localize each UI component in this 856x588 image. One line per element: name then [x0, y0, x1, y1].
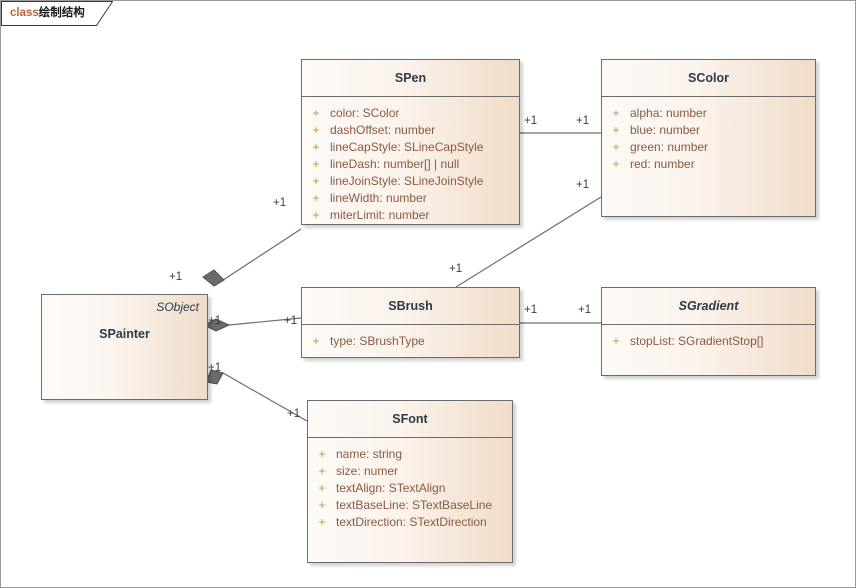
attribute-signature: lineDash: number[] | null: [330, 156, 460, 171]
visibility-marker: +: [312, 122, 320, 137]
multiplicity-spainter-sbrush-source: +1: [208, 315, 222, 327]
attribute-row: + name: string: [308, 445, 512, 462]
attribute-signature: textBaseLine: STextBaseLine: [336, 497, 493, 512]
class-attributes-sfont: + name: string + size: numer + textAlign…: [308, 438, 512, 530]
attribute-row: + lineDash: number[] | null: [302, 155, 519, 172]
attribute-row: + dashOffset: number: [302, 121, 519, 138]
attribute-signature: miterLimit: number: [330, 207, 430, 222]
attribute-signature: type: SBrushType: [330, 333, 425, 348]
class-attributes-sgradient: + stopList: SGradientStop[]: [602, 325, 815, 349]
multiplicity-sfont-target: +1: [287, 408, 301, 420]
multiplicity-sgradient-target: +1: [578, 304, 592, 316]
frame-tab-label: class绘制结构: [10, 5, 85, 21]
multiplicity-spen-scolor-source: +1: [524, 115, 538, 127]
class-name-sbrush: SBrush: [302, 288, 519, 325]
class-name-sgradient: SGradient: [602, 288, 815, 325]
visibility-marker: +: [312, 139, 320, 154]
attribute-row: + color: SColor: [302, 104, 519, 121]
attribute-row: + stopList: SGradientStop[]: [602, 332, 815, 349]
attribute-row: + size: numer: [308, 462, 512, 479]
visibility-marker: +: [318, 514, 326, 529]
attribute-signature: name: string: [336, 446, 403, 461]
visibility-marker: +: [318, 446, 326, 461]
multiplicity-sbrush-sgradient-source: +1: [524, 304, 538, 316]
attribute-signature: color: SColor: [330, 105, 400, 120]
visibility-marker: +: [318, 463, 326, 478]
attribute-signature: size: numer: [336, 463, 399, 478]
visibility-marker: +: [312, 190, 320, 205]
attribute-row: + red: number: [602, 155, 815, 172]
visibility-marker: +: [612, 122, 620, 137]
attribute-signature: lineCapStyle: SLineCapStyle: [330, 139, 484, 154]
class-stereotype-sobject: SObject: [156, 300, 199, 314]
attribute-row: + textAlign: STextAlign: [308, 479, 512, 496]
attribute-signature: textAlign: STextAlign: [336, 480, 446, 495]
visibility-marker: +: [318, 480, 326, 495]
attribute-signature: lineWidth: number: [330, 190, 427, 205]
attribute-signature: alpha: number: [630, 105, 707, 120]
multiplicity-spainter-sfont-source: +1: [208, 362, 222, 374]
attribute-row: + lineCapStyle: SLineCapStyle: [302, 138, 519, 155]
class-attributes-scolor: + alpha: number + blue: number + green: …: [602, 97, 815, 172]
attribute-signature: green: number: [630, 139, 709, 154]
diamond-spainter-spen: [202, 269, 225, 287]
class-name-spen: SPen: [302, 60, 519, 97]
attribute-row: + green: number: [602, 138, 815, 155]
attribute-signature: blue: number: [630, 122, 701, 137]
attribute-signature: red: number: [630, 156, 695, 171]
class-box-spen[interactable]: SPen + color: SColor + dashOffset: numbe…: [301, 59, 520, 225]
visibility-marker: +: [312, 207, 320, 222]
attribute-row: + lineWidth: number: [302, 189, 519, 206]
multiplicity-spen-target: +1: [273, 197, 287, 209]
attribute-signature: dashOffset: number: [330, 122, 436, 137]
frame-tab-keyword: class: [10, 7, 39, 19]
attribute-signature: textDirection: STextDirection: [336, 514, 487, 529]
visibility-marker: +: [312, 156, 320, 171]
class-box-spainter[interactable]: SObject SPainter: [41, 294, 208, 400]
attribute-row: + alpha: number: [602, 104, 815, 121]
attribute-row: + blue: number: [602, 121, 815, 138]
visibility-marker: +: [312, 333, 320, 348]
attribute-row: + lineJoinStyle: SLineJoinStyle: [302, 172, 519, 189]
visibility-marker: +: [318, 497, 326, 512]
attribute-row: + miterLimit: number: [302, 206, 519, 223]
attribute-row: + textBaseLine: STextBaseLine: [308, 496, 512, 513]
class-box-sgradient[interactable]: SGradient + stopList: SGradientStop[]: [601, 287, 816, 376]
link-spainter-spen: [213, 228, 302, 287]
class-box-sbrush[interactable]: SBrush + type: SBrushType: [301, 287, 520, 358]
visibility-marker: +: [612, 139, 620, 154]
visibility-marker: +: [312, 105, 320, 120]
frame-tab-name: 绘制结构: [38, 7, 85, 19]
class-box-scolor[interactable]: SColor + alpha: number + blue: number + …: [601, 59, 816, 217]
class-name-scolor: SColor: [602, 60, 815, 97]
visibility-marker: +: [312, 173, 320, 188]
visibility-marker: +: [612, 156, 620, 171]
class-box-sfont[interactable]: SFont + name: string + size: numer + tex…: [307, 400, 513, 563]
class-name-sfont: SFont: [308, 401, 512, 438]
multiplicity-scolor-sbrush-target: +1: [576, 179, 590, 191]
class-name-spainter: SPainter: [99, 327, 150, 341]
visibility-marker: +: [612, 105, 620, 120]
multiplicity-sbrush-scolor-source: +1: [449, 263, 463, 275]
diagram-frame-tab[interactable]: class绘制结构: [1, 1, 113, 26]
multiplicity-sbrush-target: +1: [284, 315, 298, 327]
attribute-signature: stopList: SGradientStop[]: [630, 333, 764, 348]
frame-tab-shape: [1, 1, 113, 26]
attribute-signature: lineJoinStyle: SLineJoinStyle: [330, 173, 484, 188]
multiplicity-spainter-spen-source: +1: [169, 271, 183, 283]
visibility-marker: +: [612, 333, 620, 348]
attribute-row: + textDirection: STextDirection: [308, 513, 512, 530]
multiplicity-spen-scolor-target: +1: [576, 115, 590, 127]
class-attributes-sbrush: + type: SBrushType: [302, 325, 519, 349]
attribute-row: + type: SBrushType: [302, 332, 519, 349]
class-attributes-spen: + color: SColor + dashOffset: number + l…: [302, 97, 519, 223]
